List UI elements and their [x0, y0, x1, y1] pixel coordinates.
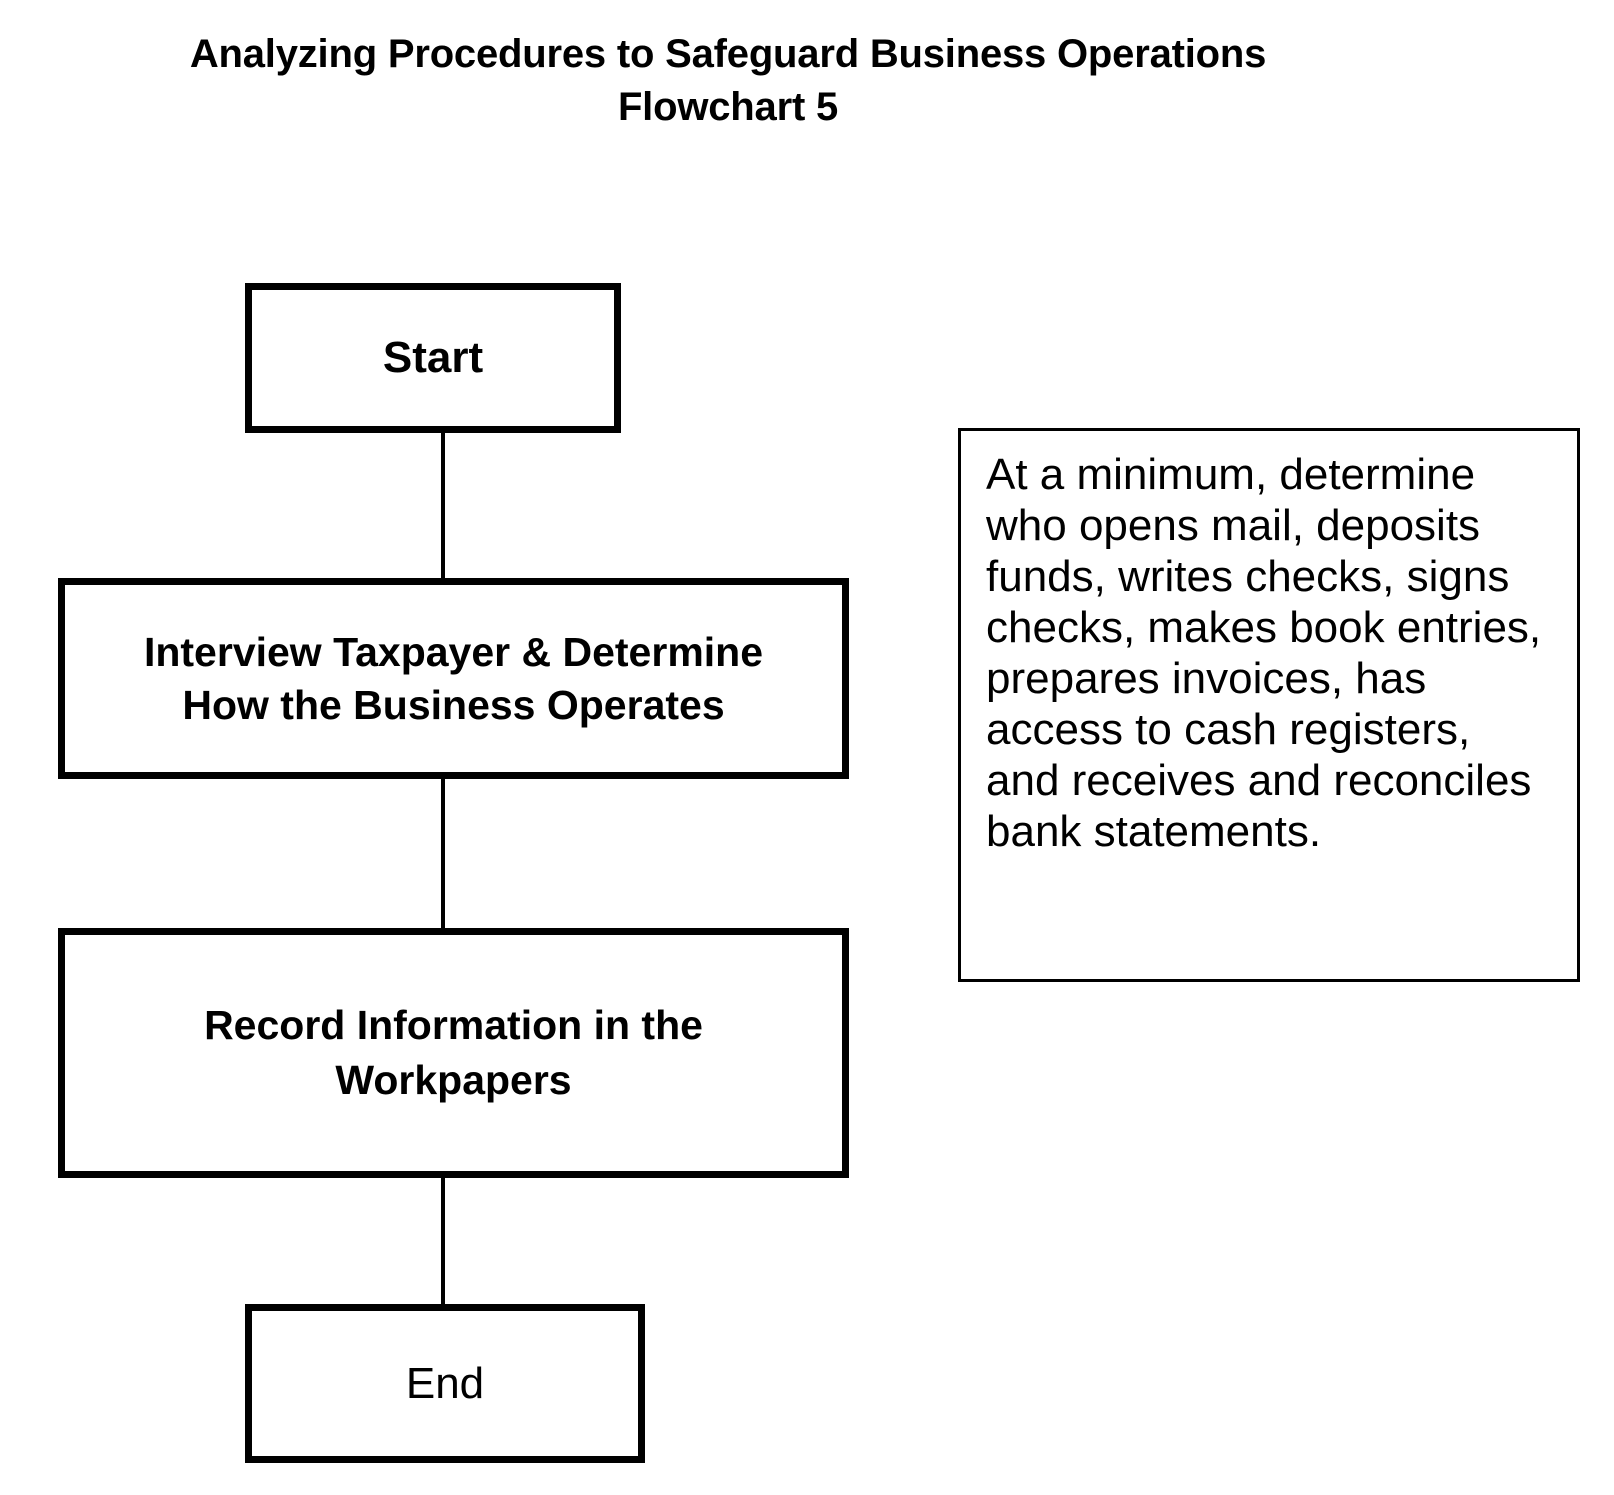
flowchart-node-start[interactable]: Start	[245, 283, 621, 433]
flowchart-node-interview-label-line-1: Interview Taxpayer & Determine	[143, 628, 764, 675]
connector-start-to-interview	[441, 430, 445, 585]
flowchart-node-record[interactable]: Record Information in the Workpapers	[58, 928, 849, 1178]
flowchart-node-interview-label: Interview Taxpayer & Determine How the B…	[65, 626, 842, 732]
page-title: Analyzing Procedures to Safeguard Busine…	[0, 28, 1456, 134]
annotation-note-text: At a minimum, determine who opens mail, …	[986, 450, 1542, 856]
flowchart-node-interview-label-line-2: How the Business Operates	[182, 681, 725, 728]
annotation-note-box: At a minimum, determine who opens mail, …	[958, 428, 1580, 982]
flowchart-node-record-label-line-2: Workpapers	[335, 1057, 572, 1103]
connector-interview-to-record	[441, 775, 445, 935]
flowchart-node-interview[interactable]: Interview Taxpayer & Determine How the B…	[58, 578, 849, 779]
flowchart-node-end-label: End	[405, 1358, 485, 1408]
flowchart-node-record-label: Record Information in the Workpapers	[65, 998, 842, 1108]
connector-record-to-end	[441, 1174, 445, 1310]
page-title-line-2: Flowchart 5	[617, 85, 839, 129]
flowchart-node-end[interactable]: End	[245, 1304, 645, 1463]
page-title-line-1: Analyzing Procedures to Safeguard Busine…	[189, 32, 1267, 76]
flowchart-node-start-label: Start	[382, 333, 484, 382]
flowchart-node-record-label-line-1: Record Information in the	[204, 1002, 703, 1048]
